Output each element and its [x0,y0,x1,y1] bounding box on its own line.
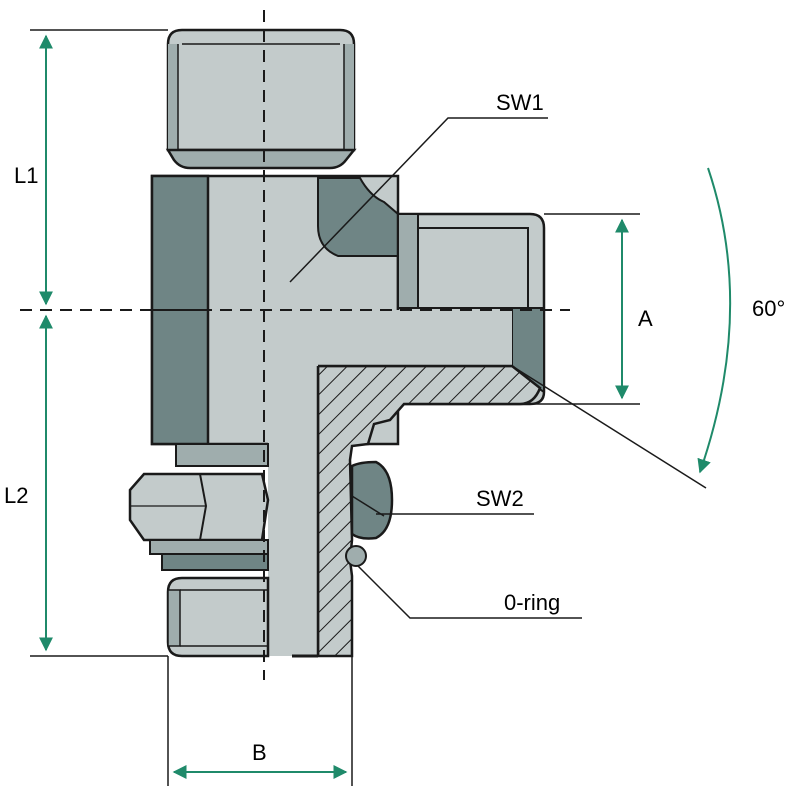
top-thread-stub [165,28,357,170]
extension-lines [30,29,707,786]
oring-leader [357,565,582,619]
angle-label: 60° [752,296,785,321]
o-ring [345,545,367,567]
dimension-arrows [39,34,732,779]
l2-label: L2 [4,483,28,508]
sw2-label: SW2 [476,486,524,511]
sw1-leader [289,117,548,283]
sw1-label: SW1 [496,90,544,115]
angle-arrow [697,167,732,474]
a-label: A [638,306,653,331]
oring-label: 0-ring [504,590,560,615]
leader-lines [289,117,582,619]
bottom-thread-stub [166,576,318,658]
b-label: B [252,740,267,765]
l1-label: L1 [14,163,38,188]
